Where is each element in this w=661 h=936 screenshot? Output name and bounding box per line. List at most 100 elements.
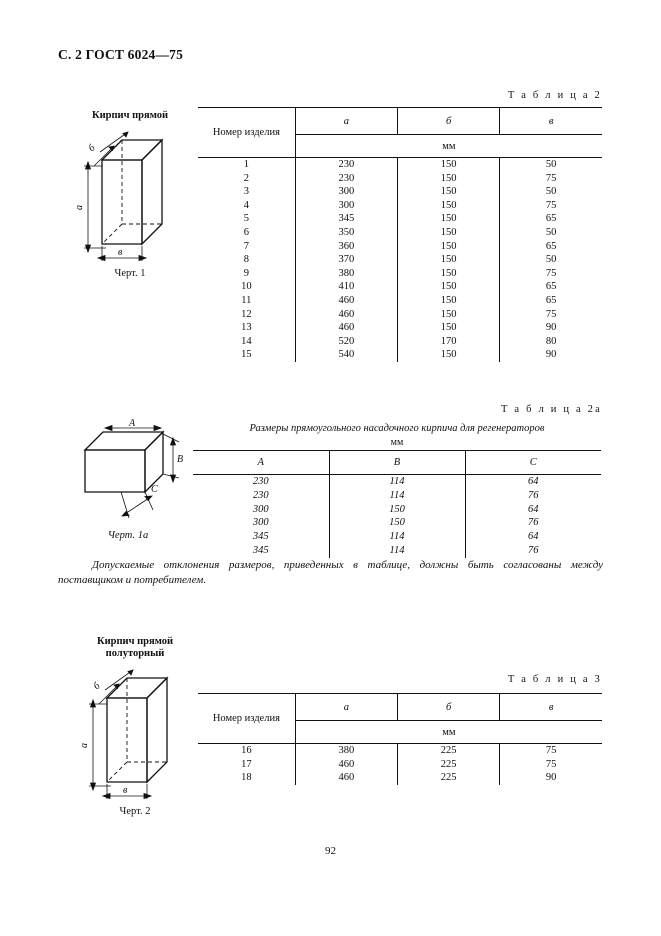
cell-C: 76	[464, 516, 601, 531]
cell-b: 150	[396, 185, 500, 199]
cell-a: 410	[294, 280, 398, 294]
table-row: 11 460 150 65	[198, 293, 602, 308]
cell-b: 225	[396, 757, 500, 772]
cell-number: 5	[243, 213, 249, 225]
table-2-units: мм	[294, 134, 602, 158]
cell-number: 11	[241, 294, 252, 306]
table-row: 2 230 150 75	[198, 171, 602, 186]
cell-a: 350	[294, 225, 398, 240]
figure-1a-label-right: B	[177, 454, 183, 465]
cell-b: 170	[396, 334, 500, 349]
table-row: 230 114 76	[193, 488, 601, 503]
cell-number: 6	[243, 226, 249, 238]
cell-v: 65	[499, 239, 602, 254]
table-row: 10 410 150 65	[198, 280, 602, 294]
figure-1a-caption: Черт. 1а	[107, 530, 149, 541]
cell-v: 75	[499, 266, 602, 281]
table-row: 300 150 64	[193, 502, 601, 517]
table-row: 3 300 150 50	[198, 185, 602, 199]
cell-b: 150	[396, 212, 500, 226]
cell-v: 75	[499, 171, 602, 186]
cell-a: 460	[294, 757, 398, 772]
cell-v: 90	[499, 321, 602, 335]
table-3-units: мм	[294, 720, 602, 744]
cell-number: 3	[243, 186, 249, 198]
cell-v: 75	[499, 198, 602, 213]
table-2a: A B C 230 114 64 230 114 76 300 150 64 3…	[193, 450, 601, 558]
note-paragraph: Допускаемые отклонения размеров, приведе…	[58, 559, 603, 586]
cell-v: 75	[499, 307, 602, 322]
cell-B: 114	[328, 474, 465, 489]
cell-C: 76	[464, 488, 601, 503]
cell-a: 460	[294, 293, 398, 308]
cell-B: 114	[328, 543, 465, 558]
cell-number: 18	[241, 772, 252, 784]
cell-B: 114	[328, 530, 465, 544]
table-row: 15 540 150 90	[198, 348, 602, 362]
table-row: 7 360 150 65	[198, 239, 602, 254]
cell-B: 114	[328, 488, 465, 503]
table-row: 230 114 64	[193, 474, 601, 489]
cell-v: 50	[499, 185, 602, 199]
brick-straight-drawing: б а в	[74, 131, 164, 262]
table-2-header-number: Номер изделия	[198, 107, 296, 158]
cell-v: 50	[499, 253, 602, 267]
figure-1-label-top: б	[86, 142, 98, 154]
cell-number: 4	[243, 199, 249, 211]
cell-v: 50	[499, 157, 602, 172]
cell-b: 150	[396, 253, 500, 267]
cell-b: 150	[396, 280, 500, 294]
regenerator-brick-drawing: A B C	[83, 418, 183, 519]
cell-b: 150	[396, 321, 500, 335]
table-row: 17 460 225 75	[198, 757, 602, 772]
figure-1-caption: Черт. 1	[114, 268, 146, 279]
table-row: 1 230 150 50	[198, 157, 602, 172]
table-row: 12 460 150 75	[198, 307, 602, 322]
table-row: 14 520 170 80	[198, 334, 602, 349]
cell-a: 230	[294, 171, 398, 186]
cell-v: 65	[499, 293, 602, 308]
cell-C: 76	[464, 543, 601, 558]
cell-number: 12	[241, 308, 252, 320]
figure-2-block: Кирпич прямой полуторный б	[60, 636, 210, 817]
cell-a: 460	[294, 771, 398, 785]
page-number: 92	[325, 845, 336, 857]
cell-number: 9	[243, 267, 249, 279]
table-row: 345 114 64	[193, 530, 601, 544]
cell-a: 360	[294, 239, 398, 254]
cell-b: 150	[396, 198, 500, 213]
cell-b: 225	[396, 743, 500, 758]
table-2-header-a: а	[294, 107, 398, 135]
cell-number: 8	[243, 254, 249, 266]
cell-A: 230	[252, 476, 269, 487]
cell-a: 460	[294, 321, 398, 335]
table-2a-label: Т а б л и ц а 2а	[500, 404, 602, 415]
figure-1a-block: A B C Черт. 1а	[58, 418, 198, 541]
cell-v: 50	[499, 225, 602, 240]
cell-C: 64	[464, 530, 601, 544]
figure-1a-label-front: C	[151, 484, 158, 495]
table-row: 13 460 150 90	[198, 321, 602, 335]
cell-a: 380	[294, 743, 398, 758]
cell-number: 16	[241, 745, 252, 756]
cell-v: 80	[499, 334, 602, 349]
cell-a: 370	[294, 253, 398, 267]
table-row: 5 345 150 65	[198, 212, 602, 226]
cell-v: 90	[499, 771, 602, 785]
figure-1-label-left: а	[74, 205, 85, 210]
table-row: 345 114 76	[193, 543, 601, 558]
table-2a-title: Размеры прямоугольного насадочного кирпи…	[249, 423, 545, 434]
cell-number: 15	[241, 349, 252, 361]
figure-1-block: Кирпич прямой б	[60, 110, 200, 279]
table-3-header-v: в	[499, 693, 602, 721]
cell-a: 230	[294, 157, 398, 172]
table-row: 18 460 225 90	[198, 771, 602, 785]
cell-v: 65	[499, 212, 602, 226]
table-row: 9 380 150 75	[198, 266, 602, 281]
cell-B: 150	[328, 516, 465, 531]
table-3-header-row: Номер изделия а б в	[198, 693, 602, 744]
table-2-label: Т а б л и ц а 2	[507, 90, 602, 101]
table-2-header-v: в	[499, 107, 602, 135]
figure-2-title-line2: полуторный	[105, 648, 165, 659]
